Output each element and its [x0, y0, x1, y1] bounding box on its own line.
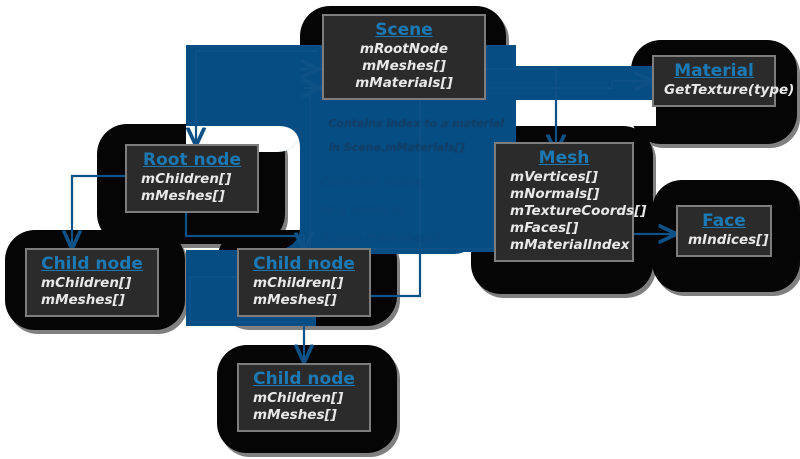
node-scene-field-0: mRootNode [359, 41, 449, 57]
note-mesh-index: Contains index to a mesh in Scene.mMeshe… [304, 161, 441, 259]
node-face-title: Face [702, 211, 746, 231]
node-material[interactable]: Material GetTexture(type) [652, 55, 795, 107]
node-child-node-bottom-title: Child node [253, 369, 355, 389]
node-face[interactable]: Face mIndices[] [676, 205, 772, 257]
node-face-field-0: mIndices[] [688, 232, 769, 248]
node-mesh-field-2: mTextureCoords[] [510, 203, 647, 219]
node-child-node-left[interactable]: Child node mChildren[] mMeshes[] [25, 248, 159, 317]
node-child-node-left-field-0: mChildren[] [41, 275, 132, 291]
node-scene-title: Scene [375, 20, 433, 40]
node-child-node-bottom[interactable]: Child node mChildren[] mMeshes[] [237, 363, 371, 432]
node-scene-field-1: mMeshes[] [362, 58, 446, 74]
node-root-node-field-1: mMeshes[] [141, 188, 225, 204]
connector-childmiddle-childbottom [188, 275, 304, 324]
connector-rootnode-childleft [70, 174, 148, 222]
node-child-node-left-title: Child node [41, 254, 143, 274]
node-mesh-field-4: mMaterialIndex [510, 237, 630, 253]
node-material-field-0: GetTexture(type) [664, 82, 795, 98]
node-scene-field-2: mMaterials[] [355, 75, 453, 91]
connector-scene-rootnode [194, 49, 318, 112]
node-child-node-middle-title: Child node [253, 254, 355, 274]
node-root-node-title: Root node [143, 150, 241, 170]
note-material-index-line1: Contains index to a material [328, 117, 505, 130]
node-mesh-field-0: mVertices[] [510, 169, 598, 185]
node-mesh-field-1: mNormals[] [510, 186, 600, 202]
node-mesh-title: Mesh [538, 148, 590, 168]
node-root-node[interactable]: Root node mChildren[] mMeshes[] [125, 144, 259, 213]
node-child-node-middle-field-1: mMeshes[] [253, 292, 337, 308]
node-material-title: Material [674, 61, 754, 81]
note-mesh-index-line1: Contains index [320, 175, 422, 189]
node-mesh[interactable]: Mesh mVertices[] mNormals[] mTextureCoor… [494, 142, 647, 262]
node-child-node-middle[interactable]: Child node mChildren[] mMeshes[] [237, 248, 371, 317]
node-mesh-field-3: mFaces[] [510, 220, 579, 236]
node-child-node-bottom-field-0: mChildren[] [253, 390, 344, 406]
node-scene[interactable]: Scene mRootNode mMeshes[] mMaterials[] [322, 14, 486, 100]
note-mesh-index-line3: Scene.mMeshes[] [320, 231, 441, 245]
note-material-index-line2: in Scene.mMaterials[] [328, 141, 465, 154]
note-material-index: Contains index to a material in Scene.mM… [313, 106, 504, 166]
node-child-node-left-field-1: mMeshes[] [41, 292, 125, 308]
node-child-node-middle-field-0: mChildren[] [253, 275, 344, 291]
node-root-node-field-0: mChildren[] [141, 171, 232, 187]
note-mesh-index-line2: to a mesh in [320, 203, 405, 217]
node-child-node-bottom-field-1: mMeshes[] [253, 407, 337, 423]
